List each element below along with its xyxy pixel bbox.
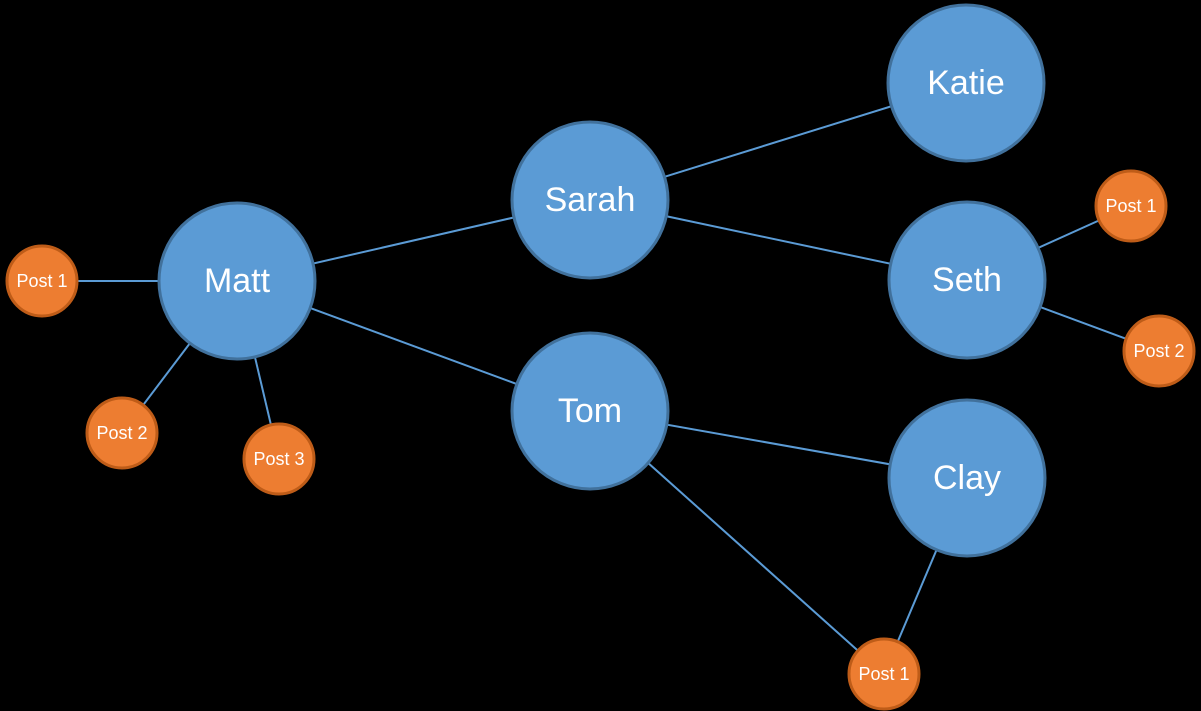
node-circle-clay[interactable]: [887, 398, 1047, 558]
node-post2-matt[interactable]: Post 2: [85, 396, 159, 470]
node-circle-post3-matt[interactable]: [242, 422, 316, 496]
node-post2-seth[interactable]: Post 2: [1122, 314, 1196, 388]
node-sarah[interactable]: Sarah: [510, 120, 670, 280]
node-seth[interactable]: Seth: [887, 200, 1047, 360]
node-circle-tom[interactable]: [510, 331, 670, 491]
node-katie[interactable]: Katie: [886, 3, 1046, 163]
node-circle-matt[interactable]: [157, 201, 317, 361]
node-circle-seth[interactable]: [887, 200, 1047, 360]
node-post1-seth[interactable]: Post 1: [1094, 169, 1168, 243]
node-post1-matt[interactable]: Post 1: [5, 244, 79, 318]
node-post1-tomclay[interactable]: Post 1: [847, 637, 921, 711]
node-tom[interactable]: Tom: [510, 331, 670, 491]
node-circle-post2-seth[interactable]: [1122, 314, 1196, 388]
node-post3-matt[interactable]: Post 3: [242, 422, 316, 496]
node-matt[interactable]: Matt: [157, 201, 317, 361]
node-circle-katie[interactable]: [886, 3, 1046, 163]
node-circle-sarah[interactable]: [510, 120, 670, 280]
node-circle-post1-seth[interactable]: [1094, 169, 1168, 243]
node-circle-post1-tomclay[interactable]: [847, 637, 921, 711]
node-circle-post2-matt[interactable]: [85, 396, 159, 470]
node-circle-post1-matt[interactable]: [5, 244, 79, 318]
node-clay[interactable]: Clay: [887, 398, 1047, 558]
